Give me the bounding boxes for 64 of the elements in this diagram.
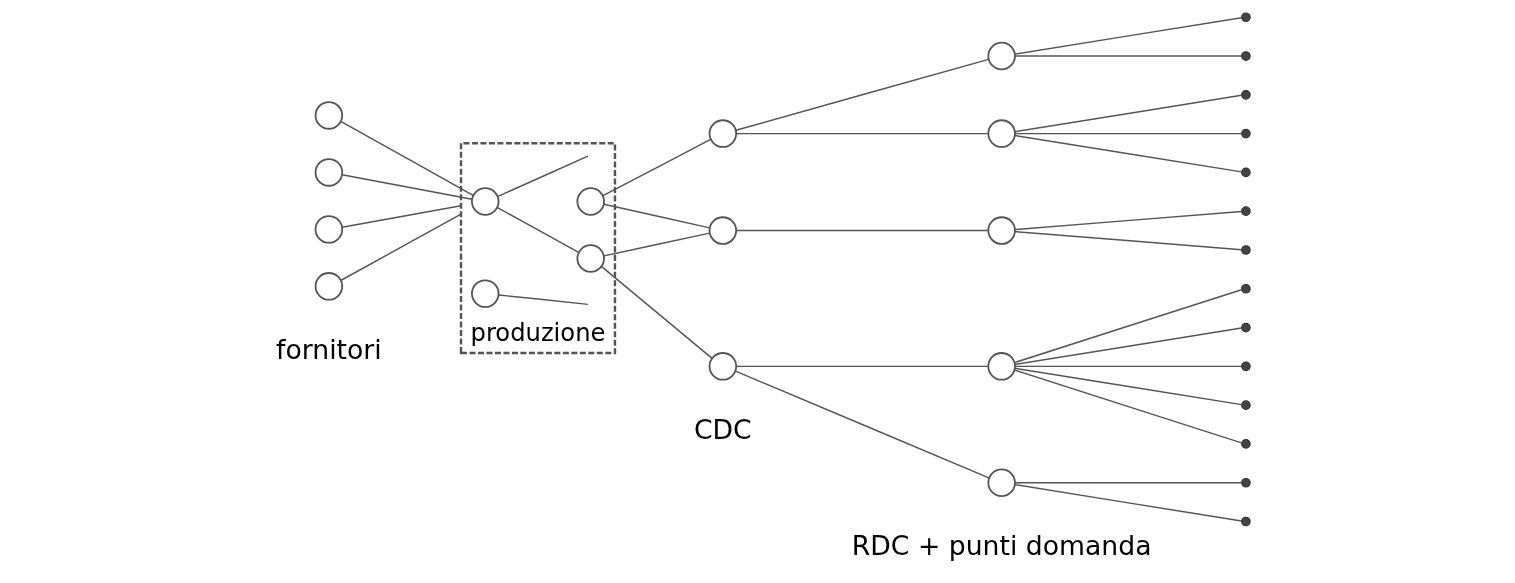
node-dot (1240, 400, 1251, 410)
connector (734, 58, 989, 131)
connector (1013, 327, 1242, 366)
connector (339, 213, 462, 281)
label: RDC + punti domanda (851, 529, 1151, 561)
node-circle (470, 187, 499, 216)
node-circle (708, 216, 737, 245)
connector (1013, 483, 1242, 522)
node-dot (1240, 206, 1251, 217)
node-circle (314, 215, 343, 244)
node-circle (314, 158, 343, 187)
connector (1013, 482, 1242, 484)
node-dot (1240, 516, 1251, 527)
connector (600, 265, 712, 359)
node-circle (314, 101, 343, 130)
connector (1013, 134, 1242, 173)
node-circle (986, 216, 1016, 245)
connector (1013, 94, 1242, 133)
node-circle (708, 119, 737, 148)
node-dot (1240, 12, 1251, 23)
connector (340, 173, 473, 200)
connector (734, 370, 990, 479)
connector (1013, 289, 1242, 364)
connector (1013, 55, 1242, 57)
cluster: produzione (459, 142, 616, 355)
node-dot (1240, 51, 1251, 61)
connector (496, 206, 579, 254)
connector (497, 294, 589, 306)
connector (339, 120, 474, 197)
connector (1013, 210, 1242, 231)
label: fornitori (275, 333, 382, 365)
connector (496, 155, 589, 198)
node-circle (470, 279, 499, 308)
connector (735, 132, 989, 135)
node-dot (1240, 439, 1251, 449)
node-circle (986, 352, 1016, 381)
connector (1013, 230, 1242, 251)
connector (601, 138, 711, 197)
label: CDC (693, 413, 752, 445)
connector (1013, 369, 1242, 444)
node-circle (575, 187, 605, 216)
node-dot (1240, 361, 1251, 372)
node-circle (986, 468, 1016, 497)
node-circle (986, 119, 1016, 148)
node-circle (708, 352, 737, 381)
node-dot (1240, 128, 1251, 139)
node-dot (1240, 167, 1251, 178)
node-circle (986, 41, 1016, 71)
connector (340, 204, 462, 228)
node-dot (1240, 245, 1251, 255)
connector (735, 229, 989, 232)
node-dot (1240, 322, 1251, 333)
connector (735, 365, 989, 368)
connector (602, 232, 710, 257)
connector (1013, 367, 1242, 406)
connector (1013, 132, 1242, 135)
node-dot (1240, 89, 1251, 100)
node-dot (1240, 283, 1251, 294)
connector (602, 203, 710, 229)
node-circle (314, 272, 343, 301)
node-circle (575, 244, 605, 273)
connector (1013, 365, 1242, 368)
node-dot (1240, 477, 1251, 488)
connector (1013, 17, 1242, 55)
